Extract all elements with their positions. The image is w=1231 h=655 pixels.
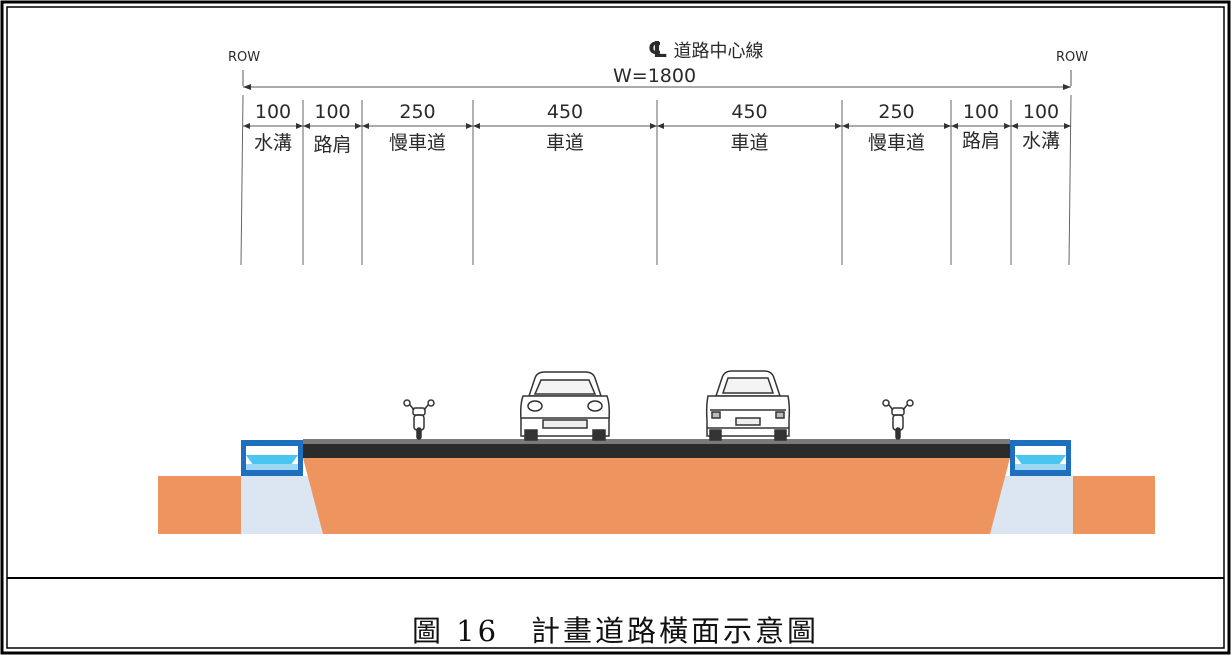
segment-name: 路肩 bbox=[313, 134, 352, 156]
road-fill-soil bbox=[303, 458, 1010, 534]
segment-value: 100 bbox=[962, 101, 1000, 123]
segment-name: 車道 bbox=[730, 132, 769, 154]
centerline-text: 道路中心線 bbox=[673, 41, 764, 62]
asphalt-layer bbox=[303, 443, 1010, 458]
scooter-right-icon bbox=[882, 399, 914, 440]
gutter-right bbox=[1010, 440, 1071, 476]
segment-value: 100 bbox=[314, 101, 351, 123]
segment-name: 車道 bbox=[545, 132, 584, 154]
segment-dimension-line bbox=[243, 123, 1071, 129]
car-rear-icon bbox=[705, 370, 791, 441]
gutter-left bbox=[241, 440, 303, 476]
segment-name: 水溝 bbox=[1021, 130, 1060, 152]
row-ticks bbox=[242, 70, 1072, 86]
pavement bbox=[303, 439, 1010, 458]
soil-right bbox=[1073, 476, 1155, 534]
total-width-dimension-line bbox=[243, 84, 1071, 90]
car-front-icon bbox=[520, 371, 610, 441]
row-label-right: ROW bbox=[1056, 50, 1089, 65]
segment-value: 250 bbox=[399, 101, 436, 123]
road-embankment bbox=[158, 458, 1155, 534]
segment-value: 100 bbox=[254, 101, 292, 123]
row-label-left: ROW bbox=[228, 50, 261, 65]
segment-boundary-lines bbox=[240, 94, 1072, 266]
segment-name: 水溝 bbox=[253, 132, 292, 154]
figure-caption: 圖 16 計畫道路橫面示意圖 bbox=[411, 614, 820, 648]
segment-name: 慢車道 bbox=[867, 132, 925, 154]
total-width-label: W=1800 bbox=[613, 65, 697, 87]
segment-value: 450 bbox=[731, 101, 768, 123]
soil-left bbox=[158, 476, 241, 534]
centerline-label: ℄ 道路中心線 bbox=[648, 37, 763, 63]
segment-name: 路肩 bbox=[961, 130, 1000, 152]
gutter-base-left bbox=[241, 476, 323, 534]
segment-value: 450 bbox=[546, 101, 584, 123]
scooter-left-icon bbox=[403, 399, 435, 440]
asphalt-top bbox=[303, 439, 1010, 444]
segment-name: 慢車道 bbox=[388, 132, 446, 154]
segment-value: 100 bbox=[1022, 101, 1060, 123]
centerline-symbol: ℄ bbox=[648, 38, 668, 63]
gutter-base-right bbox=[990, 476, 1073, 534]
segment-value: 250 bbox=[878, 101, 915, 123]
